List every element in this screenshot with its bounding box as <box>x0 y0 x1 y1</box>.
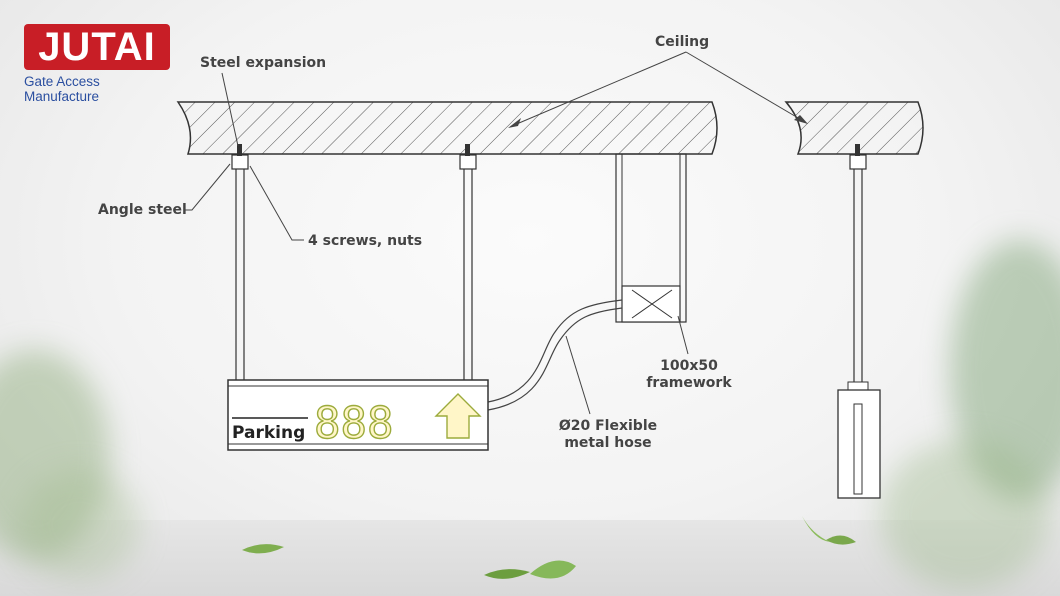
steel-expansion-bolt <box>855 144 860 156</box>
ceiling-leader-line <box>511 51 687 127</box>
leaf-decoration <box>826 535 856 545</box>
label-line: Ø20 Flexible <box>559 418 657 434</box>
angle-steel-label: Angle steel <box>98 202 187 218</box>
blurred-leaf-decoration <box>880 440 1050 590</box>
up-arrow-icon <box>434 393 482 439</box>
leader-arrowhead <box>794 115 808 124</box>
side-view-sign <box>837 389 881 499</box>
leader-arrowhead <box>508 118 521 128</box>
hose-leader-line <box>565 335 591 415</box>
angle-steel-bracket-middle <box>459 154 477 170</box>
steel-expansion-label: Steel expansion <box>200 55 326 71</box>
parking-sign-digits: 888 <box>314 398 393 449</box>
leaf-decoration <box>530 560 576 579</box>
junction-box-cross <box>631 289 673 319</box>
leaf-decoration <box>484 569 530 579</box>
flexible-metal-hose <box>487 307 623 411</box>
screws-label: 4 screws, nuts <box>308 233 422 249</box>
angle-steel-bracket-left <box>231 154 249 170</box>
brand-logo-text: JUTAI <box>38 25 156 69</box>
label-line: 100x50 <box>660 358 718 374</box>
brand-tagline: Gate Access Manufacture <box>24 74 100 104</box>
steel-expansion-bolt <box>237 144 242 156</box>
side-view-sign-slot <box>853 403 863 495</box>
ceiling-label: Ceiling <box>655 34 709 50</box>
ceiling-slab-left <box>176 101 718 155</box>
leaf-decoration <box>242 544 284 554</box>
rod-nut <box>847 381 869 391</box>
angle-steel-bracket-right <box>849 154 867 170</box>
floor-surface <box>0 520 1060 596</box>
screws-leader-line <box>249 165 304 241</box>
angle-steel-leader-line <box>184 163 231 211</box>
framework-junction-box <box>621 285 681 323</box>
ceiling-slab-right <box>784 101 924 155</box>
blurred-leaf-decoration <box>20 470 140 580</box>
flexible-metal-hose <box>487 299 623 403</box>
label-line: framework <box>646 375 732 391</box>
brand-logo: JUTAI <box>24 24 170 70</box>
steel-expansion-bolt <box>465 144 470 156</box>
blurred-leaf-decoration <box>950 240 1060 500</box>
ceiling-leader-line <box>685 51 806 123</box>
label-line: metal hose <box>564 435 651 451</box>
steel-expansion-leader-line <box>221 72 239 147</box>
leaf-decoration <box>802 516 830 542</box>
parking-sign-text: Parking <box>232 423 305 443</box>
framework-leader-line <box>677 315 689 355</box>
